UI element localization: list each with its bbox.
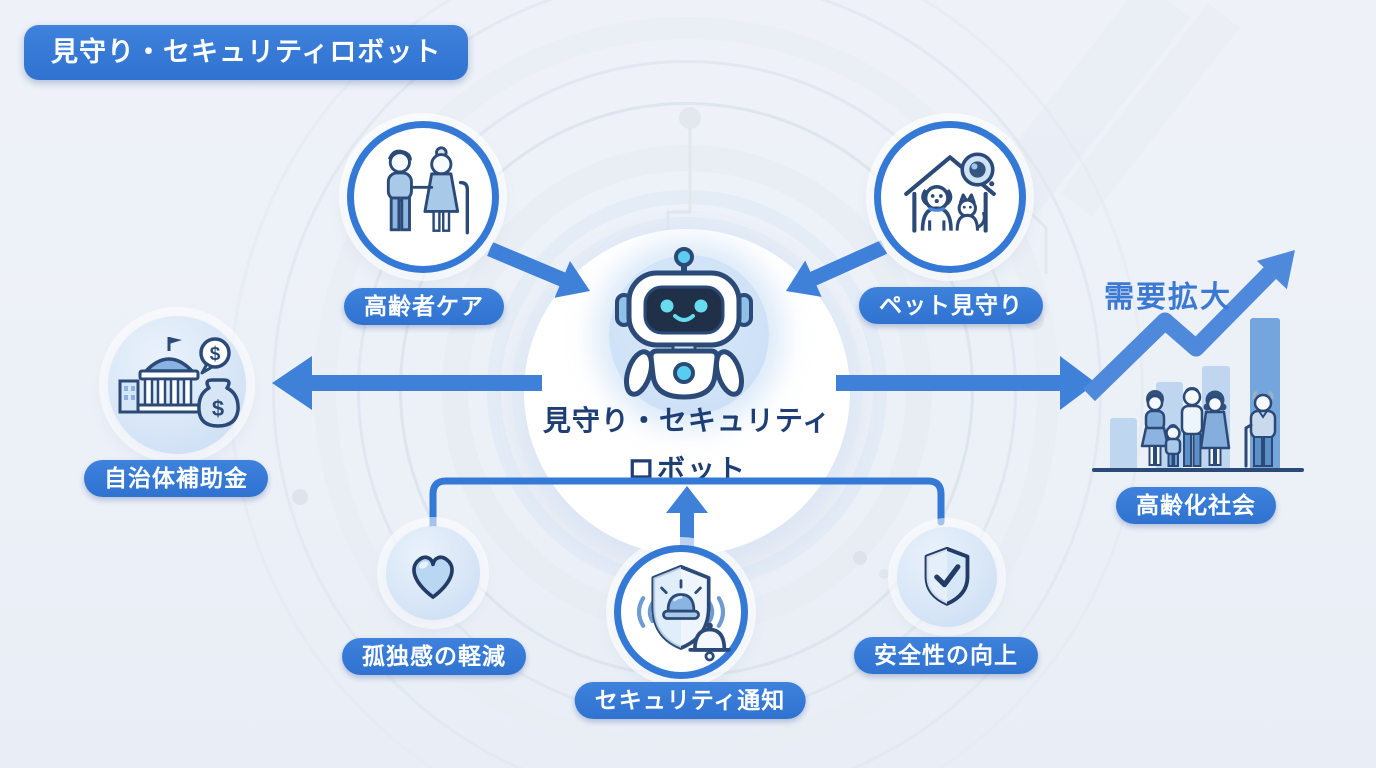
camera-icon <box>960 152 995 187</box>
demand-annotation: 需要拡大 <box>1104 281 1232 314</box>
arrow-left <box>272 356 542 410</box>
node-safety <box>897 527 997 627</box>
bar <box>1110 418 1137 468</box>
hub-title-line2: ロボット <box>626 454 747 485</box>
bell-icon <box>688 622 731 662</box>
hub-title-line1: 見守り・セキュリティ <box>542 405 832 436</box>
center-hub: 見守り・セキュリティ ロボット <box>524 229 850 555</box>
node-subsidy: $ $ <box>108 316 246 454</box>
cat-icon <box>955 193 986 231</box>
node-elderly-care <box>347 121 499 273</box>
node-pet-watch <box>874 121 1026 273</box>
heart-icon <box>412 555 454 599</box>
label-loneliness: 孤独感の軽減 <box>342 638 526 675</box>
population-icon <box>1140 387 1277 468</box>
node-security-alert <box>614 545 748 679</box>
dog-icon <box>920 185 953 231</box>
chart-baseline <box>1092 468 1304 472</box>
growth-arrow-head <box>1256 250 1295 290</box>
node-loneliness <box>386 526 480 620</box>
shield-siren-icon <box>636 564 731 662</box>
label-subsidy: 自治体補助金 <box>84 460 268 497</box>
arrow-right <box>836 356 1096 410</box>
robot-icon <box>615 247 753 400</box>
money-bag-icon: $ <box>197 378 240 428</box>
hub-title: 見守り・セキュリティ ロボット <box>524 399 850 488</box>
page-title-badge: 見守り・セキュリティロボット <box>24 25 469 80</box>
elderly-couple-icon <box>386 146 470 235</box>
house-pets-icon <box>904 152 996 233</box>
label-pet-watch: ペット見守り <box>859 287 1043 324</box>
label-elderly-care: 高齢者ケア <box>344 288 504 325</box>
label-aging-society: 高齢化社会 <box>1116 487 1276 524</box>
dollar-bubble-icon: $ <box>199 337 231 375</box>
bank-icon: $ $ <box>118 337 240 428</box>
label-security-alert: セキュリティ通知 <box>574 682 806 719</box>
svg-text:$: $ <box>212 396 224 421</box>
shield-check-icon <box>924 546 970 606</box>
label-safety: 安全性の向上 <box>854 637 1038 674</box>
svg-text:$: $ <box>210 344 221 365</box>
